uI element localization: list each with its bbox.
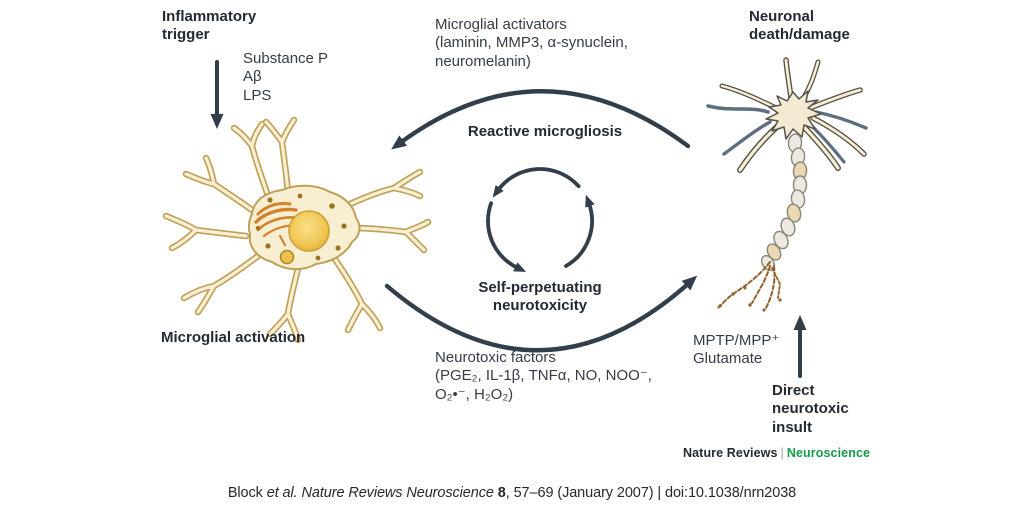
label-insult-agents: MPTP/MPP⁺ Glutamate [693, 332, 780, 368]
citation-et-al: et al. [266, 485, 302, 501]
label-reactive-microgliosis: Reactive microgliosis [467, 123, 623, 140]
label-trigger-agents: Substance P Aβ LPS [243, 50, 329, 104]
cycle-top-arrow [391, 89, 691, 150]
label-self-perpetuating: Self-perpetuating neurotoxicity [478, 279, 602, 315]
citation-authors: Block [227, 485, 267, 501]
label-microglial-activation: Microglial activation [161, 329, 306, 346]
label-neurotoxic-factors: Neurotoxic factors (PGE₂, IL-1β, TNFα, N… [435, 349, 652, 403]
microglia-nucleus [288, 210, 330, 252]
label-direct-insult: Direct neurotoxic insult [772, 382, 849, 436]
microglia-organelles [255, 193, 347, 261]
citation: Block et al. Nature Reviews Neuroscience… [0, 485, 1024, 501]
microglia-illustration [162, 116, 432, 344]
inner-cycle-arrows [486, 167, 595, 272]
neuron-dendrites-blue [706, 104, 868, 164]
label-microglial-activators: Microglial activators (laminin, MMP3, α-… [435, 16, 628, 70]
neuron-dendrites [719, 57, 867, 173]
footer-brand: Nature Reviews [683, 446, 778, 460]
microglia-vesicle [279, 249, 295, 265]
footer-separator: | [780, 446, 784, 460]
neuron-soma [765, 90, 822, 140]
microglia-processes [162, 116, 432, 344]
citation-rest: , 57–69 (January 2007) | doi:10.1038/nrn… [505, 485, 797, 501]
neuron-terminal [717, 261, 782, 312]
label-neuronal-death: Neuronal death/damage [749, 8, 850, 44]
neuron-illustration [706, 57, 868, 312]
cycle-bottom-arrow [384, 275, 698, 353]
label-inflammatory-trigger: Inflammatory trigger [162, 8, 257, 44]
citation-volume: 8 [497, 485, 506, 501]
citation-journal: Nature Reviews Neuroscience [301, 485, 498, 501]
neuron-axon [760, 133, 808, 272]
footer-journal-name: Neuroscience [786, 446, 871, 460]
journal-footer: Nature Reviews|Neuroscience [683, 446, 870, 460]
